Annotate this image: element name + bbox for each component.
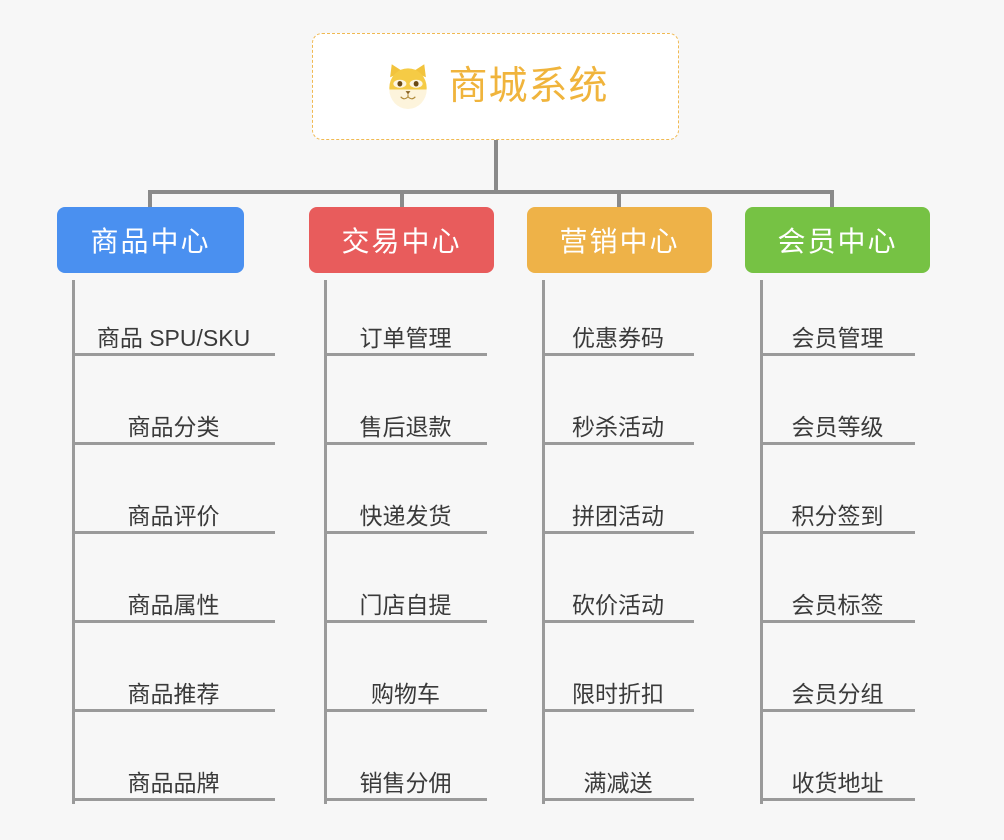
leaf-item-label: 会员分组 bbox=[791, 680, 884, 707]
leaf-item-label: 购物车 bbox=[371, 680, 440, 707]
leaf-item[interactable]: 会员管理 bbox=[760, 312, 915, 356]
leaf-item[interactable]: 快递发货 bbox=[324, 490, 487, 534]
leaf-item-label: 商品分类 bbox=[127, 413, 220, 440]
branch-trunk-3 bbox=[542, 280, 545, 804]
leaf-item-label: 拼团活动 bbox=[572, 502, 664, 529]
leaf-item-label: 收货地址 bbox=[791, 769, 884, 796]
root-title: 商城系统 bbox=[448, 65, 609, 108]
leaf-item-label: 会员等级 bbox=[791, 413, 884, 440]
leaf-item[interactable]: 会员分组 bbox=[760, 668, 915, 712]
leaf-item-label: 限时折扣 bbox=[572, 680, 664, 707]
leaf-item-label: 会员标签 bbox=[791, 591, 884, 618]
leaf-item[interactable]: 限时折扣 bbox=[542, 668, 694, 712]
connector-drop-1 bbox=[148, 190, 152, 210]
leaf-item[interactable]: 商品属性 bbox=[72, 579, 275, 623]
connector-drop-4 bbox=[830, 190, 834, 210]
leaf-item[interactable]: 收货地址 bbox=[760, 757, 915, 801]
leaf-item[interactable]: 商品 SPU/SKU bbox=[72, 312, 275, 356]
leaf-item[interactable]: 满减送 bbox=[542, 757, 694, 801]
category-header-label: 商品中心 bbox=[90, 226, 211, 257]
category-header-2[interactable]: 交易中心 bbox=[309, 207, 494, 273]
leaf-item[interactable]: 积分签到 bbox=[760, 490, 915, 534]
leaf-item-label: 满减送 bbox=[583, 769, 653, 796]
leaf-item-label: 订单管理 bbox=[359, 324, 452, 351]
connector-horizontal-bus bbox=[148, 190, 834, 194]
leaf-item-label: 商品属性 bbox=[127, 591, 220, 618]
leaf-item-label: 门店自提 bbox=[359, 591, 452, 618]
leaf-item-label: 快递发货 bbox=[359, 502, 452, 529]
leaf-item[interactable]: 商品分类 bbox=[72, 401, 275, 445]
branch-trunk-4 bbox=[760, 280, 763, 804]
branch-trunk-1 bbox=[72, 280, 75, 804]
leaf-item-label: 商品推荐 bbox=[127, 680, 220, 707]
leaf-item[interactable]: 售后退款 bbox=[324, 401, 487, 445]
branch-trunk-2 bbox=[324, 280, 327, 804]
leaf-item[interactable]: 会员标签 bbox=[760, 579, 915, 623]
connector-drop-3 bbox=[617, 190, 621, 210]
category-header-4[interactable]: 会员中心 bbox=[745, 207, 930, 273]
leaf-item-label: 商品 SPU/SKU bbox=[96, 324, 251, 351]
root-node[interactable]: 商城系统 bbox=[312, 33, 679, 140]
leaf-item[interactable]: 会员等级 bbox=[760, 401, 915, 445]
category-header-label: 交易中心 bbox=[341, 226, 462, 257]
category-header-1[interactable]: 商品中心 bbox=[57, 207, 244, 273]
leaf-item[interactable]: 砍价活动 bbox=[542, 579, 694, 623]
leaf-item-label: 秒杀活动 bbox=[572, 413, 664, 440]
leaf-item[interactable]: 购物车 bbox=[324, 668, 487, 712]
connector-root-stem bbox=[494, 140, 498, 192]
leaf-item[interactable]: 门店自提 bbox=[324, 579, 487, 623]
leaf-item[interactable]: 秒杀活动 bbox=[542, 401, 694, 445]
leaf-item[interactable]: 销售分佣 bbox=[324, 757, 487, 801]
leaf-item-label: 积分签到 bbox=[791, 502, 884, 529]
leaf-item-label: 商品品牌 bbox=[127, 769, 220, 796]
leaf-item[interactable]: 订单管理 bbox=[324, 312, 487, 356]
leaf-item-label: 售后退款 bbox=[359, 413, 452, 440]
category-header-label: 会员中心 bbox=[777, 226, 898, 257]
leaf-item-label: 砍价活动 bbox=[572, 591, 664, 618]
leaf-item[interactable]: 商品评价 bbox=[72, 490, 275, 534]
leaf-item-label: 商品评价 bbox=[127, 502, 220, 529]
category-header-label: 营销中心 bbox=[559, 226, 680, 257]
shiba-dog-face-icon bbox=[382, 61, 434, 113]
leaf-item-label: 销售分佣 bbox=[359, 769, 452, 796]
connector-drop-2 bbox=[400, 190, 404, 210]
leaf-item-label: 会员管理 bbox=[791, 324, 884, 351]
category-header-3[interactable]: 营销中心 bbox=[527, 207, 712, 273]
leaf-item[interactable]: 商品品牌 bbox=[72, 757, 275, 801]
leaf-item[interactable]: 拼团活动 bbox=[542, 490, 694, 534]
leaf-item-label: 优惠券码 bbox=[572, 324, 664, 351]
leaf-item[interactable]: 商品推荐 bbox=[72, 668, 275, 712]
leaf-item[interactable]: 优惠券码 bbox=[542, 312, 694, 356]
